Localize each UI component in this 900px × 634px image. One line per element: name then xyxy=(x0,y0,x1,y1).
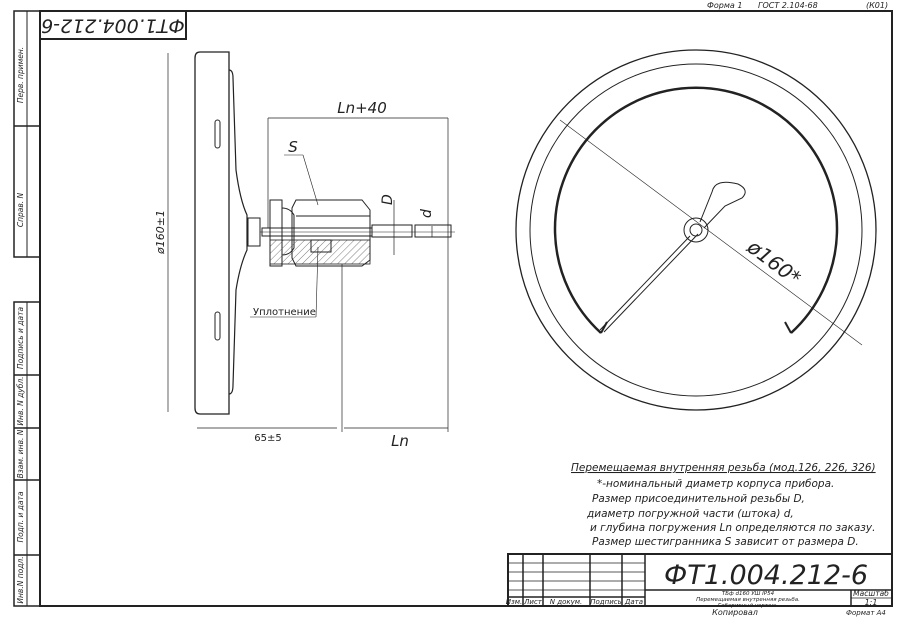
title-block: Изм. Лист N докум. Подпись Дата ФТ1.004.… xyxy=(506,553,893,617)
scale-label: Масштаб xyxy=(853,589,889,598)
note-line: диаметр погружной части (штока) d, xyxy=(586,508,794,520)
side-label: Инв.N подл. xyxy=(16,556,25,603)
col-sheet: Лист xyxy=(523,598,543,606)
side-stamp: Перв. примен. Справ. N Подпись и дата Ин… xyxy=(13,10,41,607)
format-label: Формат A4 xyxy=(846,609,886,617)
copied-label: Копировал xyxy=(712,608,758,617)
side-label: Подп. и дата xyxy=(16,491,25,542)
notes-title: Перемещаемая внутренняя резьба (мод.126,… xyxy=(571,462,876,474)
seal-label: Уплотнение xyxy=(253,307,316,318)
col-doc: N докум. xyxy=(550,598,582,606)
form-label: Форма 1 xyxy=(707,1,742,10)
top-stamp-designation: ФТ1.004.212-6 xyxy=(41,15,185,37)
scale-value: 1:1 xyxy=(865,598,878,607)
side-view: ø160±1 Ln+40 S D d Уплотнение 65±5 Ln xyxy=(154,51,455,450)
side-label: Инв. N дубл. xyxy=(16,376,25,425)
code-label: (К01) xyxy=(866,1,888,10)
title-description: Габаритный чертеж. xyxy=(718,603,778,609)
title-description: Перемещаемая внутренняя резьба. xyxy=(696,597,800,603)
depth-label: Ln xyxy=(391,432,409,450)
front-view: ø160* xyxy=(515,49,877,411)
body-depth-label: 65±5 xyxy=(254,433,281,444)
notes: Перемещаемая внутренняя резьба (мод.126,… xyxy=(571,462,876,548)
title-description: ТБф d160 УШ IP54 xyxy=(722,591,775,597)
standard-label: ГОСТ 2.104-68 xyxy=(758,1,818,10)
stem-label: d xyxy=(419,209,435,218)
length-total-label: Ln+40 xyxy=(337,99,387,117)
note-line: Размер присоединительной резьбы D, xyxy=(592,493,805,505)
side-label: Взам. инв. N xyxy=(16,429,25,478)
title-designation: ФТ1.004.212-6 xyxy=(664,560,868,591)
col-date: Дата xyxy=(624,598,643,606)
note-line: и глубина погружения Ln определяются по … xyxy=(590,522,875,534)
side-label: Справ. N xyxy=(16,192,25,227)
thread-label: D xyxy=(380,194,396,205)
diameter-label: ø160±1 xyxy=(154,210,167,255)
note-line: *-номинальный диаметр корпуса прибора. xyxy=(597,478,834,490)
col-change: Изм. xyxy=(506,598,522,606)
side-label: Подпись и дата xyxy=(16,307,25,370)
hex-label: S xyxy=(288,138,298,156)
note-line: Размер шестигранника S зависит от размер… xyxy=(592,536,859,548)
side-label: Перв. примен. xyxy=(16,47,25,103)
front-diameter-label: ø160* xyxy=(742,234,805,290)
col-sign: Подпись xyxy=(590,598,622,606)
